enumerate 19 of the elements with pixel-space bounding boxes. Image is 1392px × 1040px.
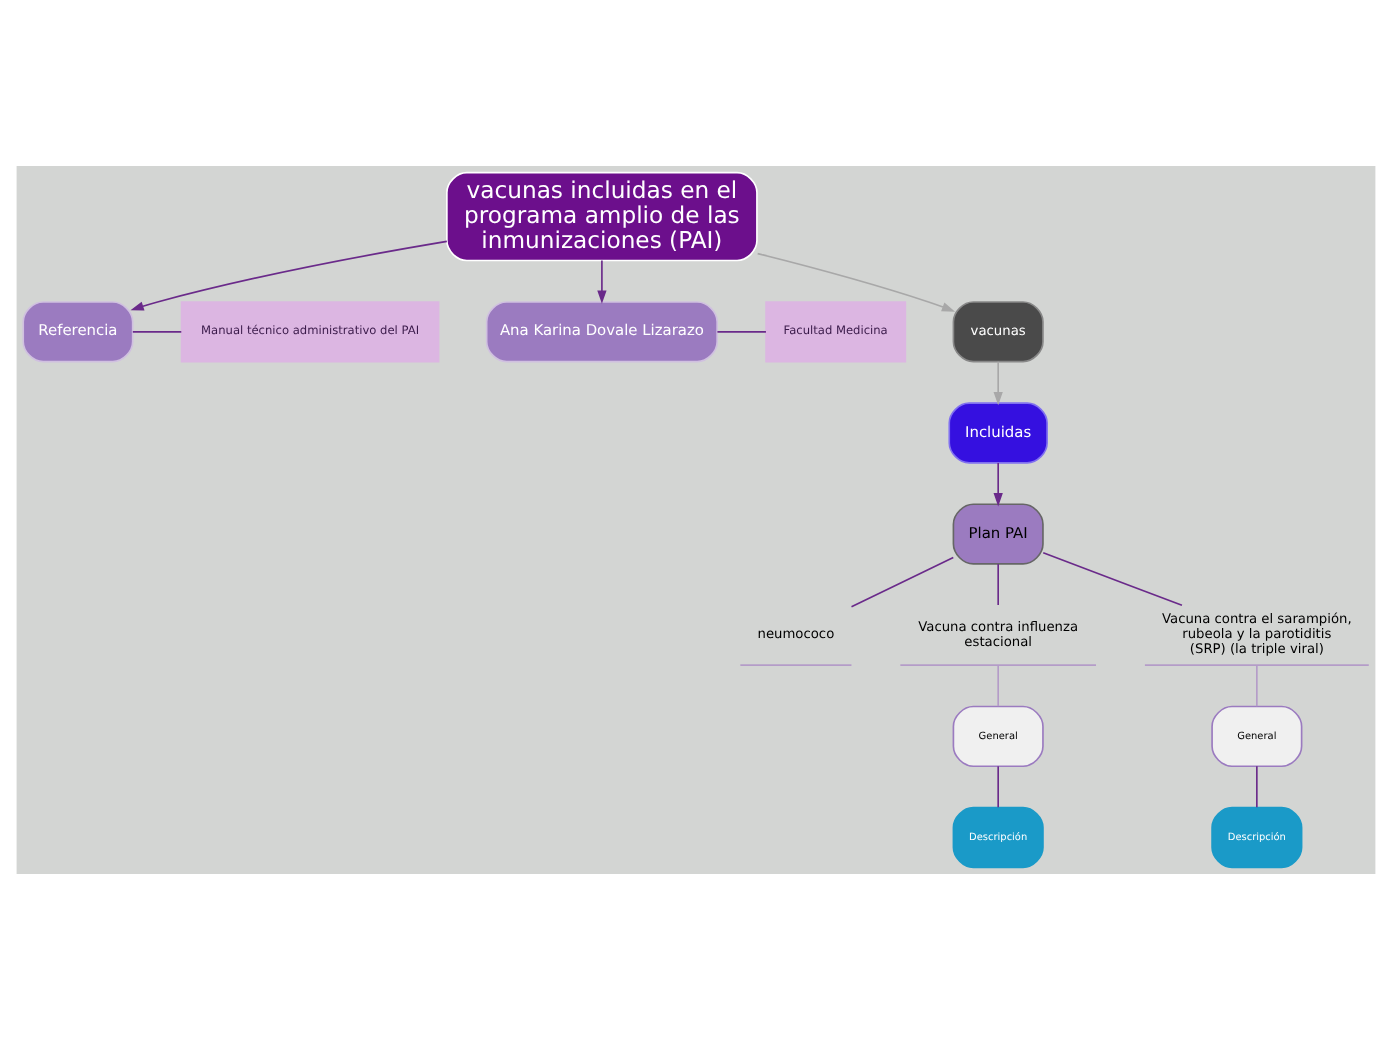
arrow [130, 240, 448, 311]
connector [997, 664, 1000, 707]
node-box: Plan PAI [952, 503, 1044, 565]
connector [1256, 664, 1258, 707]
arrow [993, 462, 1003, 507]
connector [716, 331, 767, 333]
node-box: vacunas incluidas en el programa amplio de las inmunizaciones (PAI) [446, 171, 758, 262]
arrow [993, 360, 1003, 406]
connector [997, 563, 1000, 606]
connector [850, 556, 955, 608]
node-box: Ana Karina Dovale Lizarazo [485, 301, 718, 363]
connector [1256, 765, 1258, 809]
arrow [756, 252, 956, 312]
connector [997, 765, 1000, 809]
connector [1042, 551, 1183, 607]
node-box: Referencia [22, 301, 134, 363]
arrow [597, 259, 607, 304]
node-box: Incluidas [948, 402, 1048, 464]
connector [132, 331, 183, 333]
